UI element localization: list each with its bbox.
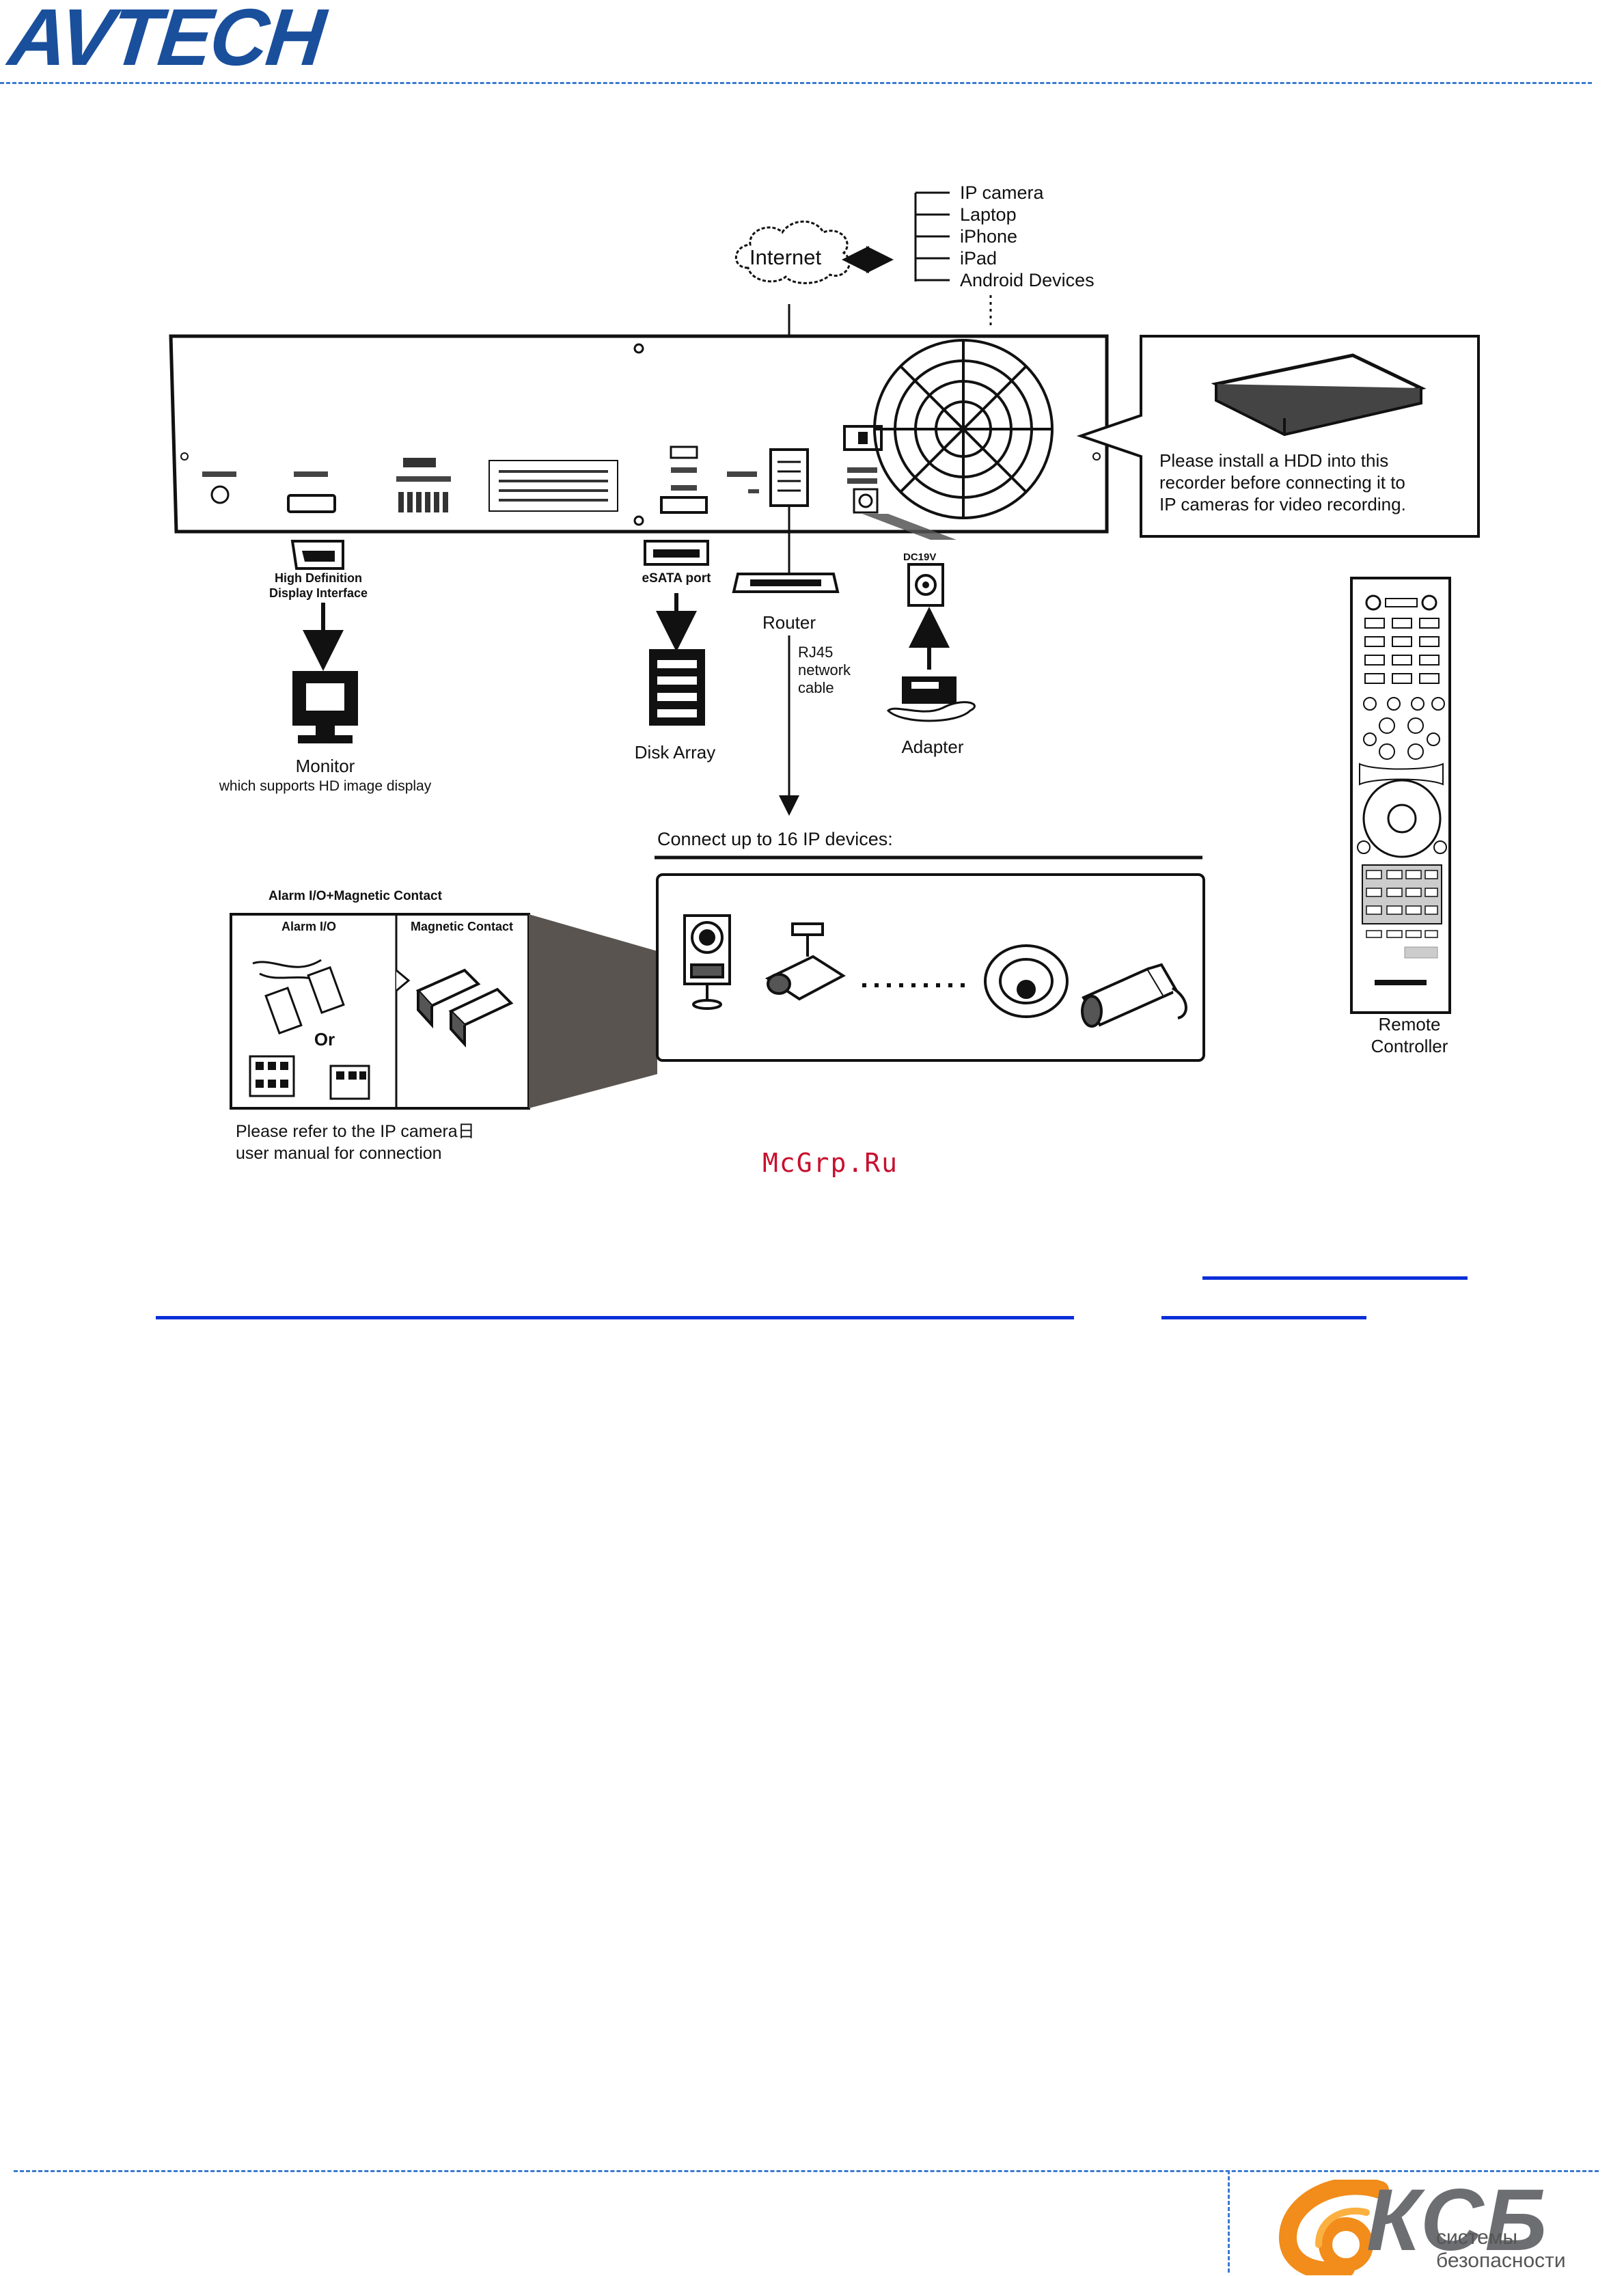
disk-array-icon — [649, 649, 705, 726]
speed-camera-icon — [765, 922, 846, 1001]
box-camera-icon — [683, 914, 731, 1010]
link-underline-3[interactable] — [1161, 1316, 1366, 1319]
device-list-bracket — [914, 191, 992, 327]
hdd-note-line1: Please install a HDD into this — [1159, 450, 1388, 471]
alarm-wire-icon — [252, 959, 345, 1034]
device-ipad: iPad — [960, 248, 997, 269]
internet-cloud-icon: Internet — [734, 220, 851, 284]
adapter-label: Adapter — [901, 737, 963, 757]
hdmi-label-line1: High Definition — [275, 571, 362, 585]
monitor-icon — [292, 671, 358, 743]
remote-label-line1: Remote — [1378, 1014, 1440, 1034]
magnetic-label: Magnetic Contact — [411, 920, 513, 933]
cable-label-line3: cable — [798, 679, 834, 696]
dome-camera-icon — [984, 944, 1069, 1018]
bullet-camera-icon — [1081, 963, 1187, 1028]
magnetic-contact-icon — [415, 968, 514, 1048]
footer-divider — [14, 2170, 1599, 2172]
router-label: Router — [762, 612, 816, 633]
dvr-rear-panel — [169, 334, 1109, 534]
adapter-icon — [886, 676, 976, 722]
alarm-io-label: Alarm I/O — [281, 920, 336, 933]
alarm-note-line2: user manual for connection — [236, 1144, 442, 1163]
ksb-sub-line1: системы — [1436, 2226, 1518, 2249]
hdd-callout: Please install a HDD into this recorder … — [1076, 335, 1480, 538]
monitor-label: Monitor — [296, 756, 355, 776]
dc-label: DC19V — [903, 551, 936, 563]
cable-label-line2: network — [798, 661, 851, 678]
connect-label: Connect up to 16 IP devices: — [657, 829, 893, 849]
ksb-logo-mark-icon — [1278, 2180, 1389, 2275]
hdd-note-line2: recorder before connecting it to — [1159, 472, 1405, 493]
fan-icon — [873, 339, 1054, 519]
alarm-title: Alarm I/O+Magnetic Contact — [269, 889, 443, 903]
internet-label: Internet — [749, 245, 822, 269]
device-android: Android Devices — [960, 270, 1095, 290]
cable-label-line1: RJ45 — [798, 644, 833, 661]
esata-label: eSATA port — [642, 571, 712, 586]
terminal-block-icon — [249, 1055, 370, 1100]
hdd-icon — [1211, 353, 1427, 437]
header-divider — [0, 82, 1592, 84]
alarm-note-line1: Please refer to the IP camera日 — [236, 1122, 475, 1141]
remote-label-line2: Controller — [1371, 1036, 1448, 1056]
or-label: Or — [314, 1029, 335, 1050]
disk-array-label: Disk Array — [635, 742, 715, 763]
esata-connector-icon — [644, 540, 709, 566]
hdmi-label-line2: Display Interface — [269, 586, 368, 600]
link-underline-1[interactable] — [1202, 1276, 1468, 1280]
footer-vertical-divider — [1228, 2170, 1230, 2273]
watermark: McGrp.Ru — [762, 1148, 899, 1178]
link-underline-2[interactable] — [156, 1316, 1074, 1319]
device-ip-camera: IP camera — [960, 182, 1045, 203]
ksb-sub-line2: безопасности — [1436, 2249, 1566, 2272]
device-laptop: Laptop — [960, 204, 1017, 225]
connection-diagram: IP camera Laptop iPhone iPad Android Dev… — [169, 182, 1480, 1163]
remote-controller-icon — [1350, 577, 1451, 1014]
device-iphone: iPhone — [960, 226, 1017, 247]
ip-devices-box — [656, 873, 1205, 1062]
hdmi-connector-icon — [290, 540, 344, 570]
hdd-note-line3: IP cameras for video recording. — [1159, 494, 1406, 515]
router-icon — [732, 573, 840, 593]
monitor-sub-label: which supports HD image display — [219, 778, 432, 794]
ksb-logo-text: КСБ — [1366, 2171, 1549, 2269]
dc-jack-icon — [907, 563, 944, 607]
